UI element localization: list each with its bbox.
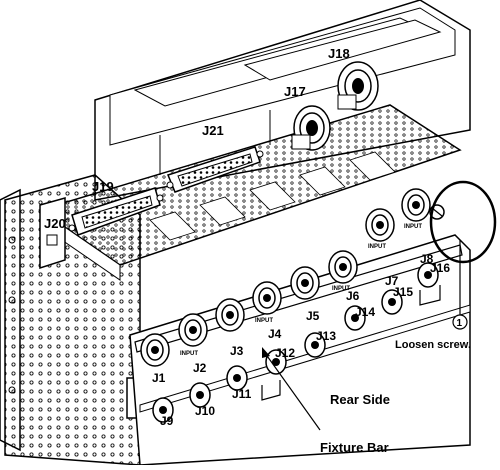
j12-label: J12 [275,346,295,360]
connector-j15 [381,289,403,315]
j11-label: J11 [232,387,252,401]
j5-label: J5 [306,309,320,323]
connector-j5 [290,266,320,300]
j9-label: J9 [160,414,174,428]
j17-connector: J17 [284,84,331,151]
input-label-j8: INPUT [404,224,422,230]
connector-j14 [344,305,366,331]
rear-side-label: Rear Side [330,392,390,407]
input-markings: INPUT INPUT INPUT INPUT INPUT [180,224,422,357]
input-label-j7: INPUT [368,244,386,250]
j10-label: J10 [195,404,215,418]
j20-label: J20 [44,216,66,231]
j2-label: J2 [193,361,207,375]
input-label-j2: INPUT [180,351,198,357]
j1-label: J1 [152,371,166,385]
bottom-row-connectors [152,262,439,423]
back-panel [94,0,471,201]
callout-number-circle [452,314,468,330]
connector-j1 [140,333,170,367]
j3-label: J3 [230,344,244,358]
connector-j6 [328,250,358,284]
j17-label: J17 [284,84,306,99]
j7-label: J7 [385,274,399,288]
j19-dsub-connector: J19 [68,179,164,236]
j21-label: J21 [202,123,224,138]
mount-brackets [261,285,441,401]
fixture-bar-label: Fixture Bar [320,440,389,455]
j6-label: J6 [346,289,360,303]
callout-text: Loosen screw. [395,339,471,351]
j16-label: J16 [430,261,450,275]
j18-connector: J18 [328,46,379,111]
j15-label: J15 [393,285,413,299]
connector-j11 [226,365,248,391]
j13-label: J13 [316,329,336,343]
connector-j4 [252,281,282,315]
j20-box: J20 [39,197,66,270]
connector-j13 [304,332,326,358]
j4-label: J4 [268,327,282,341]
connector-j2 [178,313,208,347]
j8-label: J8 [420,252,434,266]
connector-j16 [417,262,439,288]
connector-j10 [189,382,211,408]
fixture-bar-leader [262,347,321,431]
j19-label: J19 [92,179,114,194]
top-row-connectors [140,188,431,367]
connector-j9 [152,397,174,423]
input-label-j6: INPUT [332,286,350,292]
j18-label: J18 [328,46,350,61]
connector-j7 [365,208,395,242]
detail-callout: 1 Loosen screw. [395,180,497,351]
connector-j3 [215,298,245,332]
callout-number: 1 [457,318,463,329]
detail-circle [429,180,497,264]
front-connector-labels: J1 J2 J3 J4 J5 J6 J7 J8 J9 J10 J11 J12 J… [152,252,450,428]
input-label-j4: INPUT [255,318,273,324]
connector-j12 [265,349,287,375]
j14-label: J14 [355,305,375,319]
j21-dsub-connector: J21 [166,123,264,193]
connector-j8 [401,188,431,222]
